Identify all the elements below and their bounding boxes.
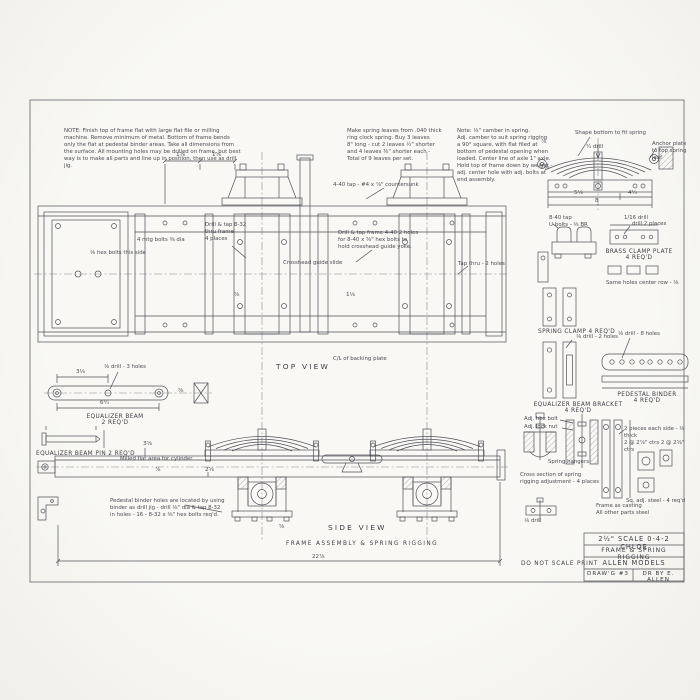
- callout-quarter-drill: ¼ drill: [586, 144, 604, 150]
- spring-clamp-label: SPRING CLAMP 4 REQ'D: [538, 329, 616, 335]
- cross-section-label: Cross section of spring rigging adjustme…: [520, 472, 600, 486]
- callout-drill-2-places: drill 2 places: [632, 221, 667, 227]
- title-block-company: ALLEN MODELS: [602, 559, 666, 567]
- note-pedestal-binder: Pedestal binder holes are located by usi…: [110, 498, 225, 519]
- dim-spring-b: 4¼: [628, 190, 637, 196]
- title-block-title: FRAME & SPRING RIGGING: [601, 547, 667, 561]
- leaf-spring-left: [205, 428, 319, 462]
- dim-sv-a: 3⅝: [143, 441, 152, 447]
- corner-bracket-detail: [525, 497, 557, 522]
- centerlines: [34, 138, 599, 540]
- side-view-drawing: [37, 428, 506, 566]
- dim-bolt: ⅝: [279, 524, 285, 530]
- dim-tv-a: ⅝: [234, 292, 240, 298]
- callout-hex-side: ⅛ hex bolts this side: [90, 250, 146, 256]
- callout-anchor-plate: Anchor plate to top spring leaf: [652, 141, 687, 162]
- brass-clamp-label: BRASS CLAMP PLATE 4 REQ'D: [605, 249, 673, 261]
- dim-spring-e: ⅜: [544, 165, 550, 171]
- dim-overall: 22⅞: [312, 554, 325, 560]
- spring-clamp-detail: [537, 251, 577, 327]
- assembly-label: FRAME ASSEMBLY & SPRING RIGGING: [286, 541, 439, 547]
- spring-detail-drawing: [537, 136, 674, 208]
- cylinder-saddle-right: [386, 163, 468, 206]
- note-main: NOTE: Finish top of frame flat with larg…: [64, 128, 241, 170]
- dim-sv-b: ⅞: [155, 467, 161, 473]
- callout-hanger-pieces: 2 pieces each side - ⅛ thick 2 @ 2⅞" ctr…: [624, 426, 685, 454]
- pedestal-binder-detail: [601, 337, 689, 389]
- frame-casting-note: Frame as casting All other parts steel: [596, 503, 650, 517]
- dim-eq-c: ⅝: [178, 388, 184, 394]
- u-bolt-detail: [551, 223, 597, 259]
- callout-mtg-bolts: 4 mtg bolts ⅜ dia: [137, 237, 185, 243]
- callout-milled-flat: Milled flat area for cylinder: [120, 456, 193, 462]
- top-view-label: TOP VIEW: [276, 362, 330, 371]
- dim-top-1: 1⅝: [176, 152, 185, 158]
- callout-tap-440: 4-40 tap - #4 x ⅞" countersunk: [333, 182, 419, 188]
- do-not-scale-stamp: DO NOT SCALE PRINT: [521, 561, 599, 567]
- note-springs: Make spring leaves from .040 thick ring …: [347, 128, 442, 163]
- equalizer-bracket-label: EQUALIZER BEAM BRACKET 4 REQ'D: [533, 402, 623, 414]
- pedestal-binder-label: PEDESTAL BINDER 4 REQ'D: [617, 392, 677, 404]
- dim-tv-b: 1⅛: [346, 292, 355, 298]
- note-camber: Note: ⅛" camber in spring. Adj. camber t…: [457, 128, 553, 184]
- dim-eq-a: 3⅛: [76, 369, 85, 375]
- callout-drill-small: ⅛ drill: [524, 518, 542, 524]
- callout-tap-frame: Drill & tap 8-32 thru frame 4 places: [205, 222, 247, 243]
- spring-hanger-detail: [601, 419, 673, 499]
- dim-sv-c: 2⅝: [205, 467, 214, 473]
- equalizer-pin-label: EQUALIZER BEAM PIN 2 REQ'D: [36, 451, 135, 457]
- backing-plate-label: C/L of backing plate: [333, 356, 387, 362]
- callout-adj-bolt: Adj. hex bolt: [524, 416, 558, 422]
- pedestal-right: [396, 476, 458, 522]
- dim-spring-c: 8: [595, 198, 599, 204]
- callout-tap-thru: Tap thru - 2 holes: [458, 261, 505, 267]
- callout-drill-8-holes: ⅛ drill - 8 holes: [618, 331, 660, 337]
- leaf-spring-right: [370, 428, 484, 462]
- callout-drill-3-holes: ⅛ drill - 3 holes: [104, 364, 146, 370]
- equalizer-beam-drawing: [41, 371, 209, 448]
- callout-guide-slide: Crosshead guide slide: [283, 260, 343, 266]
- callout-1-16-drill: 1/16 drill: [624, 215, 648, 221]
- callout-drill-2-holes: ⅛ drill - 2 holes: [576, 334, 618, 340]
- title-block-drawing-no: DRAW'G #3: [587, 571, 629, 577]
- dim-top-2: 1⅝: [212, 152, 221, 158]
- dim-spring-a: 5⅛: [574, 190, 583, 196]
- callout-shape-bottom: Shape bottom to fit spring: [575, 130, 646, 136]
- pedestal-left: [231, 476, 293, 522]
- brass-clamp-plate-detail: [607, 224, 659, 275]
- cross-section-detail: [523, 412, 599, 468]
- callout-adj-nut: Adj. lock nut: [524, 424, 558, 430]
- cylinder-saddle-left: [221, 163, 303, 206]
- equalizer-bracket-detail: [542, 339, 577, 399]
- spring-hangers-label: Spring hangers: [548, 459, 590, 465]
- callout-center-row: Same holes center row - ⅛: [606, 280, 679, 286]
- callout-tap-yoke: Drill & tap frame 4-40 2 holes for 8-40 …: [338, 230, 419, 251]
- dim-spring-d: ⅞: [541, 139, 547, 145]
- equalizer-beam-label: EQUALIZER BEAM 2 REQ'D: [86, 414, 144, 426]
- sheet-border: [29, 99, 685, 583]
- title-block-drawn-by: DR BY E. ALLEN: [642, 571, 675, 583]
- side-view-label: SIDE VIEW: [328, 523, 387, 532]
- title-block-scale: 2½" SCALE 0-4-2 CHLOE: [598, 535, 670, 551]
- callout-u-bolts: 8-40 tap U-bolts - ⅜ BR: [549, 215, 588, 229]
- dim-eq-b: 6¼: [100, 400, 109, 406]
- sq-adj-label: Sq. adj. steel - 4 req'd: [626, 498, 686, 504]
- top-view-drawing: [37, 154, 507, 343]
